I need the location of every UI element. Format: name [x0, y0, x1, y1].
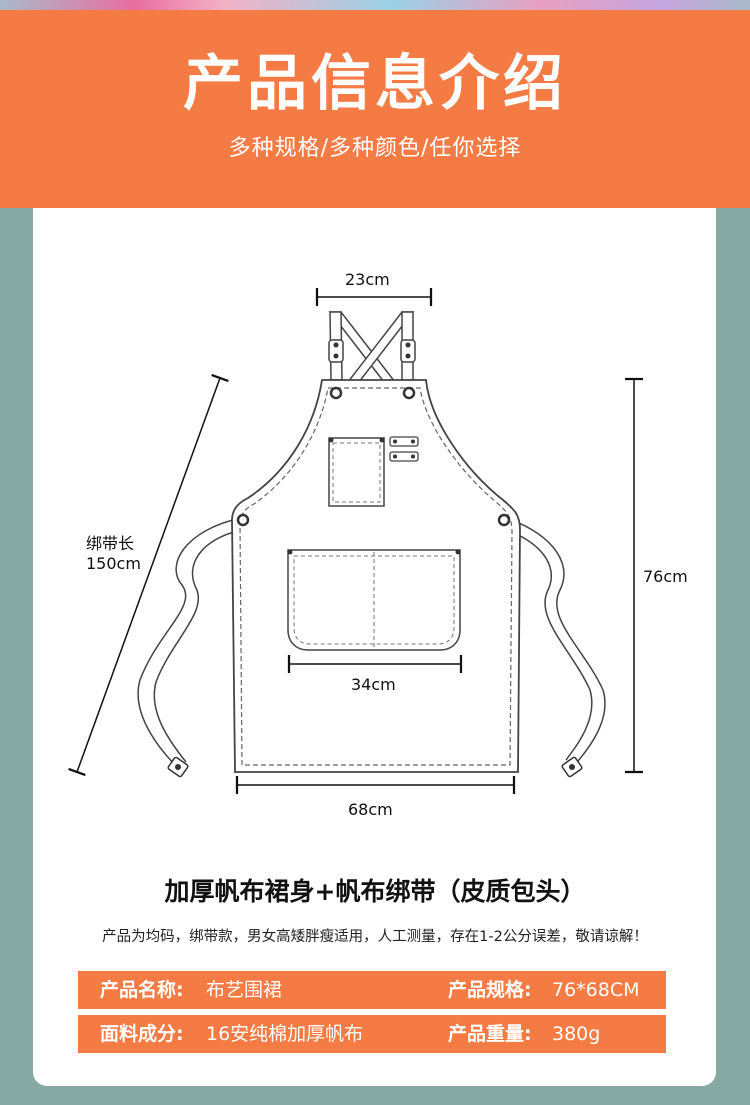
- product-heading: 加厚帆布裙身+帆布绑带（皮质包头）: [164, 877, 586, 906]
- page-title: 产品信息介绍: [183, 49, 567, 119]
- spec-row-2: 面料成分: 16安纯棉加厚帆布 产品重量: 380g: [78, 1015, 666, 1053]
- strap-buckles: [328, 339, 416, 363]
- size-value: 76*68CM: [552, 979, 640, 1001]
- grommets: [236, 386, 511, 527]
- height-label: 76cm: [643, 567, 688, 586]
- header-banner: 产品信息介绍 多种规格/多种颜色/任你选择: [0, 10, 750, 208]
- size-label: 产品规格:: [448, 979, 532, 1001]
- dimension-lines: [68, 288, 643, 794]
- strap-length-label-line2: 150cm: [86, 554, 141, 573]
- top-width-label: 23cm: [345, 270, 390, 289]
- pen-loops: [389, 436, 419, 462]
- pocket-width-label: 34cm: [351, 675, 396, 694]
- weight-label: 产品重量:: [448, 1023, 532, 1045]
- fabric-value: 16安纯棉加厚帆布: [206, 1023, 364, 1045]
- spec-row-1: 产品名称: 布艺围裙 产品规格: 76*68CM: [78, 971, 666, 1009]
- front-pocket: [287, 549, 461, 651]
- chest-pocket: [328, 437, 385, 507]
- name-value: 布艺围裙: [206, 979, 283, 1001]
- bottom-width-label: 68cm: [348, 800, 393, 819]
- strap-length-label-line1: 绑带长: [86, 534, 135, 553]
- product-note: 产品为均码，绑带款，男女高矮胖瘦适用，人工测量，存在1-2公分误差，敬请谅解！: [102, 929, 648, 945]
- top-image-strip: [0, 0, 750, 12]
- name-label: 产品名称:: [100, 979, 184, 1001]
- weight-value: 380g: [552, 1023, 601, 1045]
- fabric-label: 面料成分:: [100, 1023, 184, 1045]
- page-subtitle: 多种规格/多种颜色/任你选择: [228, 136, 522, 161]
